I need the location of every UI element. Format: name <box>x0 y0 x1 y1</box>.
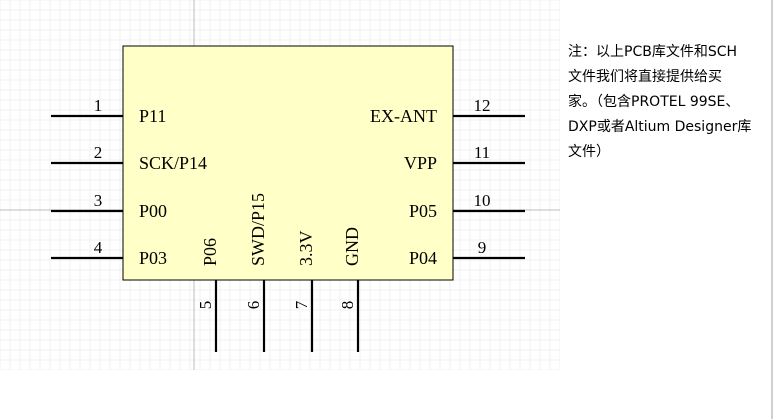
pin-12-number: 12 <box>474 96 491 115</box>
pin-9-name: P04 <box>409 248 437 268</box>
pin-7-name: 3.3V <box>296 231 316 267</box>
note-line: 家。（包含PROTEL 99SE、 <box>568 94 740 110</box>
component-body <box>122 45 454 281</box>
note-line: 注：以上PCB库文件和SCH <box>568 44 738 60</box>
pin-8-number: 8 <box>338 301 357 310</box>
pin-6-name: SWD/P15 <box>248 193 268 266</box>
pin-7-number: 7 <box>292 300 311 309</box>
pin-5-number: 5 <box>196 301 215 310</box>
pin-3-name: P00 <box>139 201 167 221</box>
pin-2-number: 2 <box>94 143 103 162</box>
pin-11-number: 11 <box>474 143 490 162</box>
note-line: DXP或者Altium Designer库 <box>568 119 752 135</box>
pin-9-number: 9 <box>478 238 487 257</box>
pin-11-name: VPP <box>404 153 437 173</box>
pin-1-name: P11 <box>139 106 166 126</box>
pin-10-name: P05 <box>409 201 437 221</box>
note-text: 注：以上PCB库文件和SCH 文件我们将直接提供给买 家。（包含PROTEL 9… <box>568 40 764 165</box>
note-line: 文件我们将直接提供给买 <box>568 69 722 85</box>
pin-10-number: 10 <box>474 191 491 210</box>
pin-5-name: P06 <box>200 238 220 266</box>
right-edge-border <box>771 0 773 419</box>
pin-1-number: 1 <box>94 96 103 115</box>
pin-4-name: P03 <box>139 248 167 268</box>
pin-6-number: 6 <box>244 301 263 310</box>
pin-2-name: SCK/P14 <box>139 153 207 173</box>
pin-3-number: 3 <box>94 191 103 210</box>
note-line: 文件） <box>568 144 610 160</box>
pin-8-name: GND <box>342 227 362 266</box>
pin-12-name: EX-ANT <box>370 106 437 126</box>
pin-4-number: 4 <box>94 238 103 257</box>
